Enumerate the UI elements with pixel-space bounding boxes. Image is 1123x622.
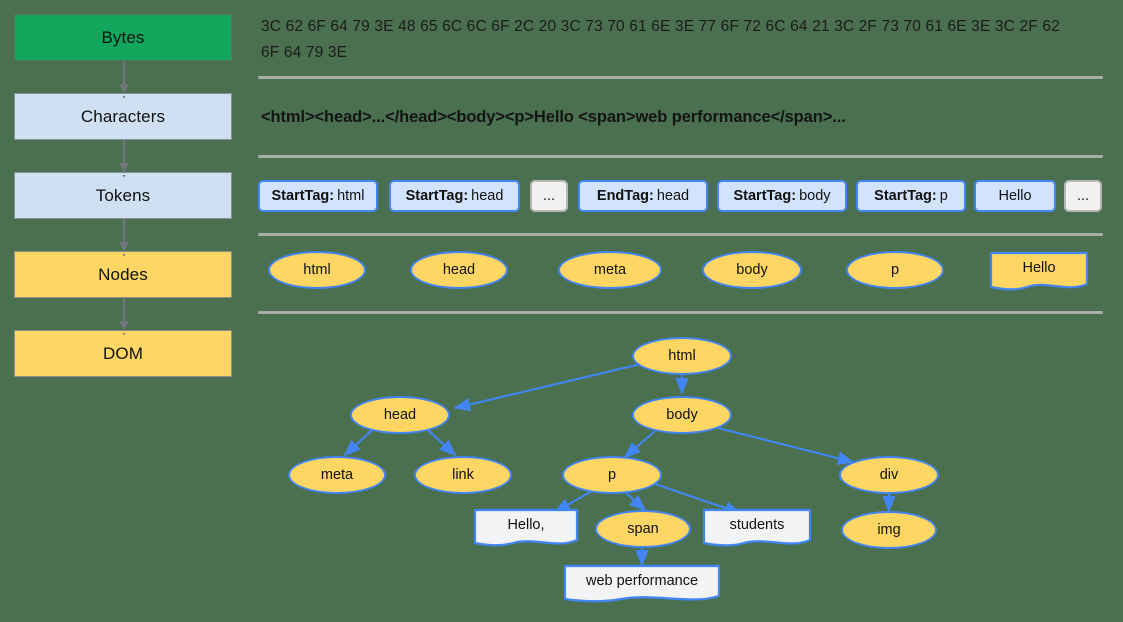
separator-tokens-nodes [258, 233, 1103, 236]
tree-node-link: link [414, 456, 512, 494]
tree-node-label: html [668, 348, 696, 364]
token-value: Hello [998, 188, 1032, 204]
tree-node-head: head [350, 396, 450, 434]
pipeline-stage-label: Bytes [101, 27, 145, 47]
token-chip: StartTag: body [717, 180, 847, 212]
separator-characters-tokens [258, 155, 1103, 158]
tree-node-meta: meta [288, 456, 386, 494]
pipeline-arrows [119, 61, 129, 336]
separator-nodes-dom [258, 311, 1103, 314]
tree-node-label: link [452, 467, 474, 483]
pipeline-stage-label: Nodes [98, 264, 148, 284]
tree-node-label: head [383, 407, 417, 423]
token-chip: StartTag: head [389, 180, 520, 212]
token-kind: StartTag: [733, 188, 797, 204]
token-value: ... [1076, 188, 1090, 204]
token-value: head [656, 188, 690, 204]
pipeline-stage-bytes: Bytes [14, 14, 232, 61]
node-ellipse: p [846, 251, 944, 289]
node-label: meta [593, 262, 627, 278]
node-ellipse: head [410, 251, 508, 289]
tree-node-span: span [595, 510, 691, 548]
token-value: head [471, 188, 504, 204]
token-kind: StartTag: [405, 188, 469, 204]
tree-node-img: img [841, 511, 937, 549]
pipeline-stage-dom: DOM [14, 330, 232, 377]
separator-bytes-characters [258, 76, 1103, 79]
tree-node-p: p [562, 456, 662, 494]
pipeline-stage-tokens: Tokens [14, 172, 232, 219]
tree-node-html: html [632, 337, 732, 375]
node-ellipse: html [268, 251, 366, 289]
token-chip: StartTag: p [856, 180, 966, 212]
tree-node-div: div [839, 456, 939, 494]
token-value: html [337, 188, 365, 204]
pipeline-stage-label: DOM [103, 343, 143, 363]
pipeline-stage-label: Characters [80, 106, 166, 126]
tree-node-body: body [632, 396, 732, 434]
tree-node-label: body [666, 407, 698, 423]
pipeline-stage-characters: Characters [14, 93, 232, 140]
tree-node-label: span [627, 521, 659, 537]
node-label: html [303, 262, 331, 278]
pipeline-stage-nodes: Nodes [14, 251, 232, 298]
node-label: body [736, 262, 768, 278]
tree-node-text-web-performance: web performance [563, 564, 721, 606]
token-value: ... [542, 188, 556, 204]
tree-node-label: div [879, 467, 899, 483]
token-chip: EndTag: head [578, 180, 708, 212]
node-ellipse: meta [558, 251, 662, 289]
node-document-hello: Hello [989, 251, 1089, 293]
pipeline-stage-label: Tokens [95, 185, 151, 205]
tree-node-label: img [877, 522, 901, 538]
token-kind: EndTag: [596, 188, 654, 204]
token-kind: StartTag: [271, 188, 335, 204]
bytes-hex-text: 3C 62 6F 64 79 3E 48 65 6C 6C 6F 2C 20 3… [261, 18, 1065, 61]
token-chip: StartTag: html [258, 180, 378, 212]
tree-node-label: p [607, 467, 617, 483]
token-chip-text: Hello [974, 180, 1056, 212]
token-chip-ellipsis: ... [530, 180, 568, 212]
tree-node-label: meta [320, 467, 354, 483]
node-label: head [442, 262, 476, 278]
node-label: p [890, 262, 900, 278]
tree-node-text-hello: Hello, [473, 508, 579, 550]
token-value: body [799, 188, 831, 204]
tree-node-text-students: students [702, 508, 812, 550]
token-chip-ellipsis: ... [1064, 180, 1102, 212]
node-ellipse: body [702, 251, 802, 289]
characters-markup-text: <html><head>...</head><body><p>Hello <sp… [261, 108, 846, 126]
token-value: p [939, 188, 948, 204]
token-kind: StartTag: [874, 188, 937, 204]
